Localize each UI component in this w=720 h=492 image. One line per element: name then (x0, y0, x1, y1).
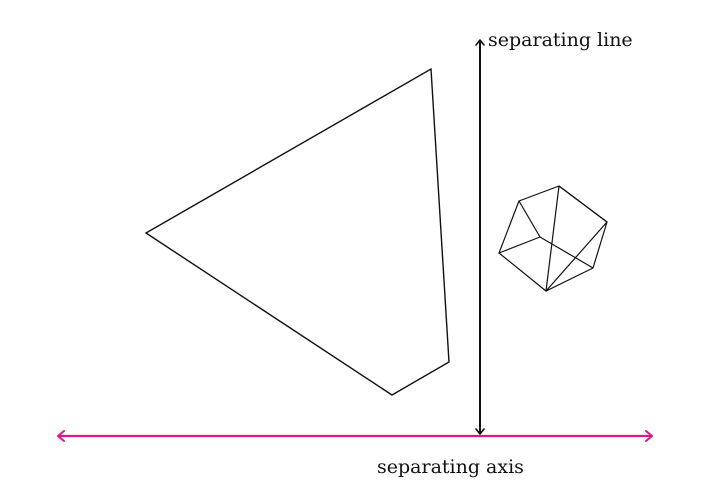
cube-inner-edge (539, 236, 594, 269)
cube-inner-edge (498, 236, 541, 254)
cube-shape (498, 185, 608, 292)
cube-inner-edge (545, 221, 608, 292)
large-polygon-shape (144, 67, 450, 396)
separating-line-label: separating line (488, 29, 633, 51)
separating-axis-label: separating axis (377, 456, 524, 478)
cube-inner-edge (558, 185, 608, 223)
cube-inner-edge (518, 200, 541, 238)
cube-inner-edge (545, 185, 560, 292)
